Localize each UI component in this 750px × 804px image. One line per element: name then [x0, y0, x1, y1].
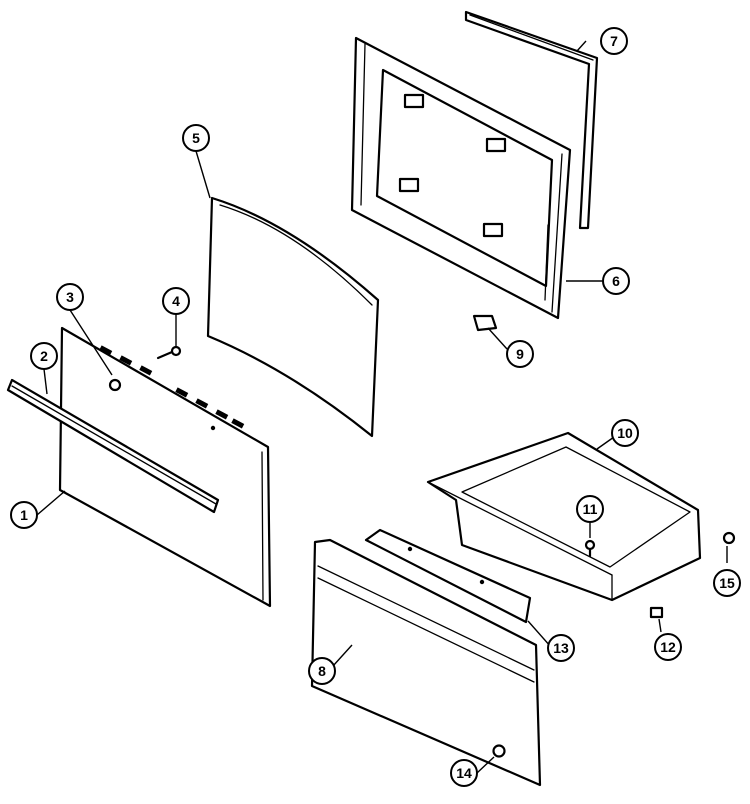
callout-4: 4 [162, 287, 190, 315]
callout-label-9: 9 [516, 346, 524, 362]
callout-label-11: 11 [583, 501, 598, 517]
callout-13: 13 [547, 634, 575, 662]
callout-label-7: 7 [610, 33, 618, 49]
callout-10: 10 [611, 419, 639, 447]
door-handle [6, 378, 220, 514]
callout-7: 7 [600, 27, 628, 55]
drawer-screw [584, 539, 596, 558]
callout-label-12: 12 [660, 639, 676, 655]
callout-label-13: 13 [553, 640, 569, 656]
callout-label-10: 10 [617, 425, 633, 441]
drawer-clip [649, 606, 664, 619]
insulation-pad [206, 196, 380, 438]
callout-label-15: 15 [719, 575, 735, 591]
callout-label-1: 1 [20, 507, 28, 523]
drawer-bracket [364, 528, 532, 624]
inner-door-frame [350, 36, 572, 320]
callout-label-3: 3 [66, 289, 74, 305]
glide [722, 531, 736, 545]
door-gasket [464, 10, 599, 230]
drawer-plug [492, 744, 506, 758]
callout-1: 1 [10, 501, 38, 529]
callout-2: 2 [30, 342, 58, 370]
callout-8: 8 [308, 657, 336, 685]
callout-label-14: 14 [456, 765, 472, 781]
outer-door-panel [58, 326, 272, 608]
drawer-front-panel [310, 538, 542, 787]
callout-14: 14 [450, 759, 478, 787]
callout-9: 9 [506, 340, 534, 368]
callout-5: 5 [182, 124, 210, 152]
callout-11: 11 [576, 495, 604, 523]
nut [108, 378, 122, 392]
callout-12: 12 [654, 633, 682, 661]
screw [156, 345, 182, 360]
leader-lines [36, 40, 728, 774]
callout-15: 15 [713, 569, 741, 597]
callout-6: 6 [602, 267, 630, 295]
callout-3: 3 [56, 283, 84, 311]
storage-drawer [426, 431, 702, 602]
callout-label-4: 4 [172, 293, 180, 309]
callout-label-6: 6 [612, 273, 620, 289]
callout-label-5: 5 [192, 130, 200, 146]
callout-label-8: 8 [318, 663, 326, 679]
clip [472, 314, 498, 332]
callout-label-2: 2 [40, 348, 48, 364]
